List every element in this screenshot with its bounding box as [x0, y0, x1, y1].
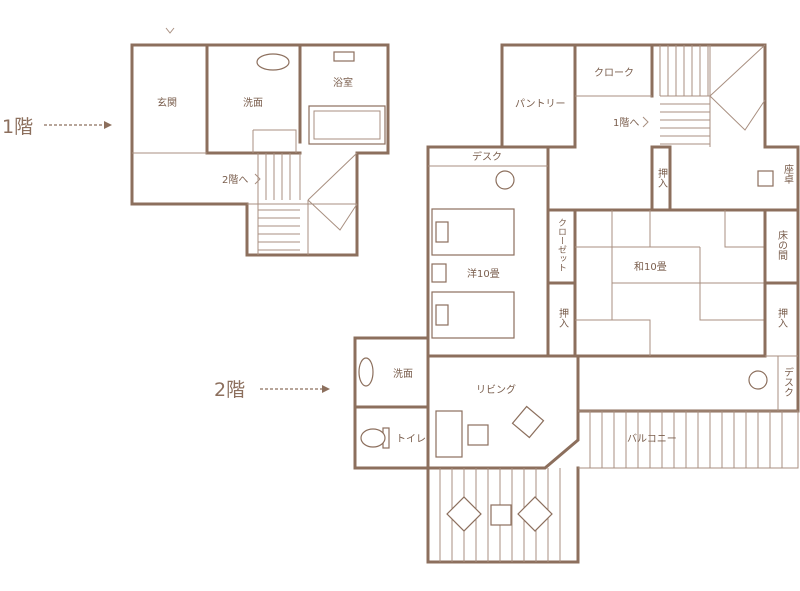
- zataku-cushion-icon: [757, 170, 774, 187]
- bed-1-icon: [431, 208, 515, 256]
- room-label-living: リビング: [476, 383, 516, 396]
- bath-vent-icon: [333, 51, 355, 62]
- floor-2-arrowhead: [322, 385, 330, 393]
- room-label-desk-western: デスク: [472, 150, 502, 163]
- room-label-pantry: パントリー: [515, 98, 566, 110]
- entrance-marker-icon: [165, 27, 175, 34]
- floor-2-plan: パントリー クローク 1階へ デスク 洋10畳 クローゼット 押入 座卓 和10…: [353, 43, 800, 564]
- floor-1-plan: 玄関 洗面 浴室 2階へ: [130, 27, 390, 257]
- room-label-washroom-2f: 洗面: [393, 368, 413, 380]
- bathtub-icon: [308, 105, 386, 145]
- room-label-zataku: 座卓: [782, 163, 794, 184]
- room-label-toilet: トイレ: [396, 434, 426, 445]
- floor-2-label: 2階: [214, 379, 245, 401]
- room-label-closet: クローゼット: [556, 218, 567, 272]
- room-label-oshiire-upper: 押入: [656, 167, 668, 188]
- floor-1-label: 1階: [2, 116, 33, 138]
- stairs-up-label: 2階へ: [222, 174, 248, 186]
- toilet-bowl-icon: [360, 428, 386, 448]
- room-label-tokonoma: 床の間: [776, 229, 788, 261]
- nightstand-icon: [431, 263, 447, 283]
- stairs-2f-icon: [659, 44, 766, 147]
- room-label-entrance: 玄関: [157, 96, 177, 109]
- armchair-icon: [511, 405, 545, 439]
- sofa-icon: [435, 410, 463, 458]
- room-label-washroom-1f: 洗面: [243, 97, 263, 109]
- room-label-balcony: バルコニー: [627, 433, 677, 445]
- balcony-chair-1-icon: [446, 496, 482, 532]
- side-table-icon: [467, 424, 489, 446]
- room-label-desk-japanese: デスク: [782, 366, 794, 397]
- floor-1-arrowhead: [104, 121, 112, 129]
- balcony-table-icon: [490, 504, 512, 526]
- stairs-up-arrow-icon: [254, 173, 261, 185]
- room-label-oshiire-right: 押入: [776, 307, 788, 328]
- stairs-down-label: 1階へ: [613, 117, 639, 129]
- desk-chair-icon: [495, 170, 515, 190]
- stairs-down-arrow-icon: [642, 116, 649, 128]
- room-label-bathroom: 浴室: [333, 76, 353, 89]
- balcony-chair-2-icon: [517, 496, 553, 532]
- stairs-1f-icon: [257, 152, 358, 255]
- room-label-japanese-room: 和10畳: [634, 261, 667, 273]
- sink-icon: [256, 53, 290, 71]
- sink-2f-icon: [358, 357, 374, 387]
- room-label-cloak: クローク: [594, 67, 634, 79]
- desk-chair-2-icon: [748, 370, 768, 390]
- room-label-western-room: 洋10畳: [467, 267, 500, 280]
- room-label-oshiire-left: 押入: [557, 307, 569, 328]
- balcony-deck: [439, 410, 799, 562]
- bed-2-icon: [431, 291, 515, 339]
- tatami-grid: [575, 210, 765, 356]
